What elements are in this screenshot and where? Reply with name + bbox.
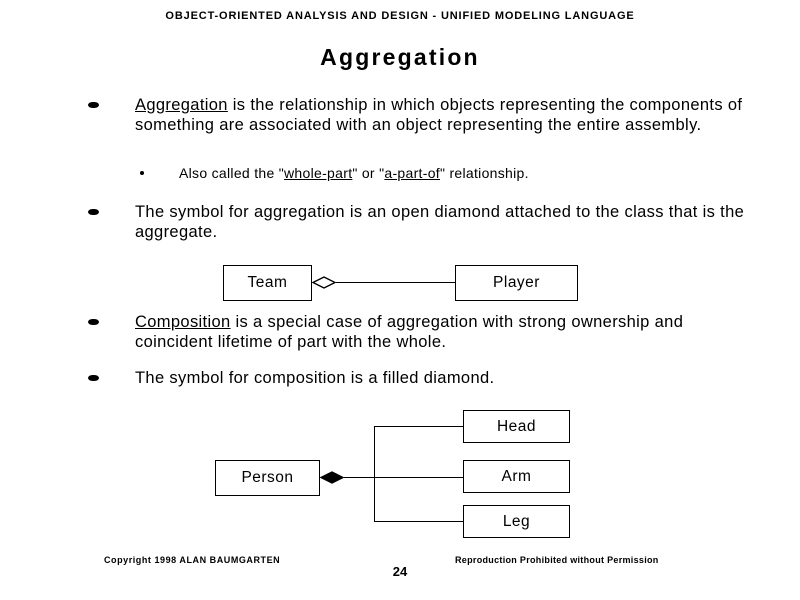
bullet-text: Composition is a special case of aggrega…: [135, 313, 684, 351]
bullet-text: The symbol for aggregation is an open di…: [135, 203, 745, 241]
round-bullet-icon: [140, 171, 144, 175]
class-name-label: Person: [241, 469, 294, 486]
filled-diamond-icon: [320, 471, 344, 484]
page-title: Aggregation: [320, 44, 480, 70]
composition-line: [344, 477, 463, 479]
uml-class-box-player: Player: [455, 265, 578, 301]
bullet-item-aggregation-definition: Aggregation is the relationship in which…: [88, 95, 748, 135]
uml-class-box-arm: Arm: [463, 460, 570, 493]
bullet-item-open-diamond: The symbol for aggregation is an open di…: [88, 202, 748, 242]
uml-class-box-head: Head: [463, 410, 570, 443]
branch-trunk-line: [374, 426, 376, 522]
branch-line-head: [374, 426, 464, 428]
class-name-label: Arm: [501, 467, 532, 485]
uml-class-box-leg: Leg: [463, 505, 570, 538]
sub-bullet-text: Also called the "whole-part" or "a-part-…: [179, 165, 529, 181]
class-name-label: Head: [496, 417, 537, 435]
footer-copyright: Copyright 1998 ALAN BAUMGARTEN: [104, 555, 281, 565]
class-name-label: Player: [493, 274, 540, 291]
slide-header: OBJECT-ORIENTED ANALYSIS AND DESIGN - UN…: [165, 10, 635, 22]
bullet-item-composition-definition: Composition is a special case of aggrega…: [88, 312, 748, 352]
sub-bullet-item-whole-part: Also called the "whole-part" or "a-part-…: [140, 165, 760, 182]
oval-bullet-icon: [88, 102, 99, 108]
page-number: 24: [392, 564, 408, 579]
open-diamond-icon: [312, 276, 336, 289]
uml-class-box-person: Person: [215, 460, 320, 496]
oval-bullet-icon: [88, 319, 99, 325]
bullet-item-filled-diamond: The symbol for composition is a filled d…: [88, 368, 748, 388]
uml-class-box-team: Team: [223, 265, 312, 301]
bullet-text: The symbol for composition is a filled d…: [135, 369, 495, 387]
oval-bullet-icon: [88, 209, 99, 215]
footer-notice: Reproduction Prohibited without Permissi…: [455, 555, 659, 565]
association-line: [336, 282, 455, 284]
branch-line-leg: [374, 521, 464, 523]
class-name-label: Leg: [502, 512, 531, 530]
oval-bullet-icon: [88, 375, 99, 381]
class-name-label: Team: [247, 274, 288, 291]
bullet-text: Aggregation is the relationship in which…: [135, 96, 743, 134]
